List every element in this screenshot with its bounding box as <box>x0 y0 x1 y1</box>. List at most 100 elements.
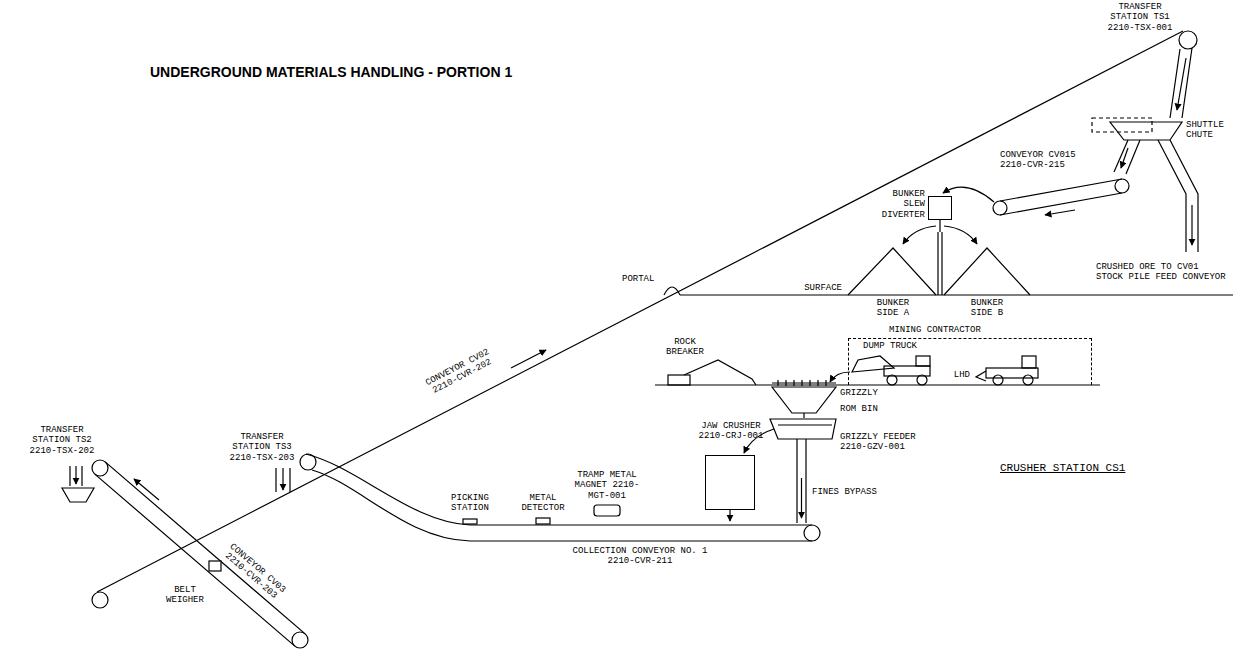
conveyor-cv015 <box>1000 179 1122 215</box>
equipment-label: CONVEYOR CV03 2210-CVR-203 <box>216 537 292 606</box>
shuttle-chute <box>1092 118 1152 132</box>
conveyor-cv015 <box>1045 210 1075 215</box>
shuttle-chute <box>1191 205 1192 245</box>
equipment-label: TRANSFER STATION TS2 2210-TSX-202 <box>28 425 96 456</box>
grizzly-feeder <box>778 424 832 425</box>
conveyor-cv03 <box>292 632 308 648</box>
conveyor-cv02 <box>97 31 1183 592</box>
conveyor-cv03 <box>209 561 221 571</box>
equipment-label: PORTAL <box>622 274 662 284</box>
dump-truck <box>887 375 897 385</box>
lhd-loader <box>1022 356 1036 368</box>
transfer-chute-ts1 <box>1170 48 1192 118</box>
flow-illustration <box>62 31 1233 648</box>
transfer-hopper-ts2 <box>62 488 94 502</box>
transfer-hopper-ts2 <box>62 466 94 502</box>
equipment-label: SHUTTLE CHUTE <box>1186 120 1230 141</box>
conveyor-cv03 <box>134 479 159 500</box>
rock-breaker <box>684 360 756 385</box>
transfer-hopper-ts2 <box>70 466 82 486</box>
equipment-label: CONVEYOR CV02 2210-CVR-202 <box>419 344 501 400</box>
diverter-box: BUNKER SLEW DIVERTER <box>928 196 952 220</box>
surface-line <box>664 287 1233 295</box>
fines-bypass-chute <box>797 439 806 523</box>
shuttle-chute <box>1092 118 1198 252</box>
collection-conveyor <box>306 454 812 525</box>
bunker-piles <box>848 248 936 295</box>
grizzly-and-rom-bin <box>772 387 836 413</box>
conveyor-cv015 <box>993 201 1007 215</box>
fines-bypass-chute <box>797 439 806 523</box>
transfer-chute-ts3 <box>276 468 290 492</box>
dump-truck <box>917 375 927 385</box>
surface-line <box>664 287 680 295</box>
shuttle-chute <box>1158 140 1198 252</box>
rock-breaker <box>668 375 690 385</box>
equipment-label: FINES BYPASS <box>812 487 882 497</box>
bunker-piles <box>944 226 977 244</box>
lhd-loader <box>993 375 1003 385</box>
collection-conveyor <box>536 518 550 524</box>
collection-conveyor <box>594 505 620 516</box>
equipment-label: TRANSFER STATION TS3 2210-TSX-203 <box>228 432 296 463</box>
conveyor-cv015 <box>943 179 1129 215</box>
transfer-chute-ts1 <box>1177 58 1186 110</box>
equipment-label: BUNKER SLEW DIVERTER <box>875 189 925 220</box>
equipment-label: CONVEYOR CV015 2210-CVR-215 <box>1000 150 1080 171</box>
bunker-piles <box>903 226 936 244</box>
grizzly-and-rom-bin <box>772 380 836 418</box>
conveyor-cv03 <box>92 460 308 648</box>
conveyor-cv02 <box>1179 31 1197 49</box>
underground-floor <box>655 384 1100 385</box>
transfer-hopper-ts2 <box>75 466 76 484</box>
equipment-label: BUNKER SIDE A <box>873 298 913 319</box>
underground-floor <box>655 384 1100 385</box>
transfer-chute-ts1 <box>1170 48 1192 118</box>
collection-conveyor <box>306 454 820 541</box>
collection-conveyor <box>804 525 820 541</box>
equipment-label: JAW CRUSHER 2210-CRJ-001 <box>697 421 765 442</box>
equipment-label: METAL DETECTOR <box>518 493 568 514</box>
equipment-label: TRANSFER STATION TS1 2210-TSX-001 <box>1106 2 1174 33</box>
conveyor-cv02 <box>92 592 108 608</box>
lhd-loader <box>976 371 986 381</box>
equipment-label: GRIZZLY FEEDER 2210-GZV-001 <box>840 432 920 453</box>
equipment-label: DUMP TRUCK <box>860 341 920 351</box>
dump-truck <box>830 372 850 382</box>
diagram-title: UNDERGROUND MATERIALS HANDLING - PORTION… <box>150 64 512 80</box>
conveyor-cv03 <box>92 460 108 476</box>
grizzly-and-rom-bin <box>778 380 826 386</box>
equipment-label: SURFACE <box>798 283 842 293</box>
grizzly-and-rom-bin <box>803 413 804 418</box>
lhd-loader <box>1023 375 1033 385</box>
surface-line <box>680 294 1233 295</box>
equipment-label: GRIZZLY <box>840 388 884 398</box>
equipment-label: TRAMP METAL MAGNET 2210-MGT-001 <box>573 470 641 501</box>
area-heading: CRUSHER STATION CS1 <box>1000 462 1140 475</box>
lhd-loader <box>976 356 1038 385</box>
dump-truck <box>852 356 894 372</box>
bunker-piles <box>848 220 1030 295</box>
dump-truck <box>884 366 930 376</box>
equipment-label: COLLECTION CONVEYOR NO. 1 2210-CVR-211 <box>570 546 710 567</box>
transfer-chute-ts3 <box>282 468 283 490</box>
shuttle-chute <box>1121 148 1128 168</box>
shuttle-chute <box>1114 140 1140 174</box>
conveyor-cv03 <box>95 462 305 646</box>
equipment-label: BUNKER SIDE B <box>967 298 1007 319</box>
conveyor-cv02 <box>92 31 1197 608</box>
equipment-label: BELT WEIGHER <box>163 585 208 606</box>
dump-truck <box>916 356 930 366</box>
bunker-piles <box>938 220 942 295</box>
equipment-label: ROM BIN <box>840 404 884 414</box>
collection-conveyor <box>463 519 477 524</box>
shuttle-chute <box>1110 122 1182 140</box>
dump-truck <box>830 356 930 385</box>
crusher-box: JAW CRUSHER 2210-CRJ-001 <box>705 455 755 510</box>
conveyor-cv02 <box>511 350 546 368</box>
grizzly-feeder <box>770 419 836 439</box>
jaw-crusher-jaws <box>729 510 730 521</box>
rock-breaker <box>668 360 756 385</box>
equipment-label: ROCK BREAKER <box>664 337 706 358</box>
bunker-piles <box>944 248 1030 295</box>
